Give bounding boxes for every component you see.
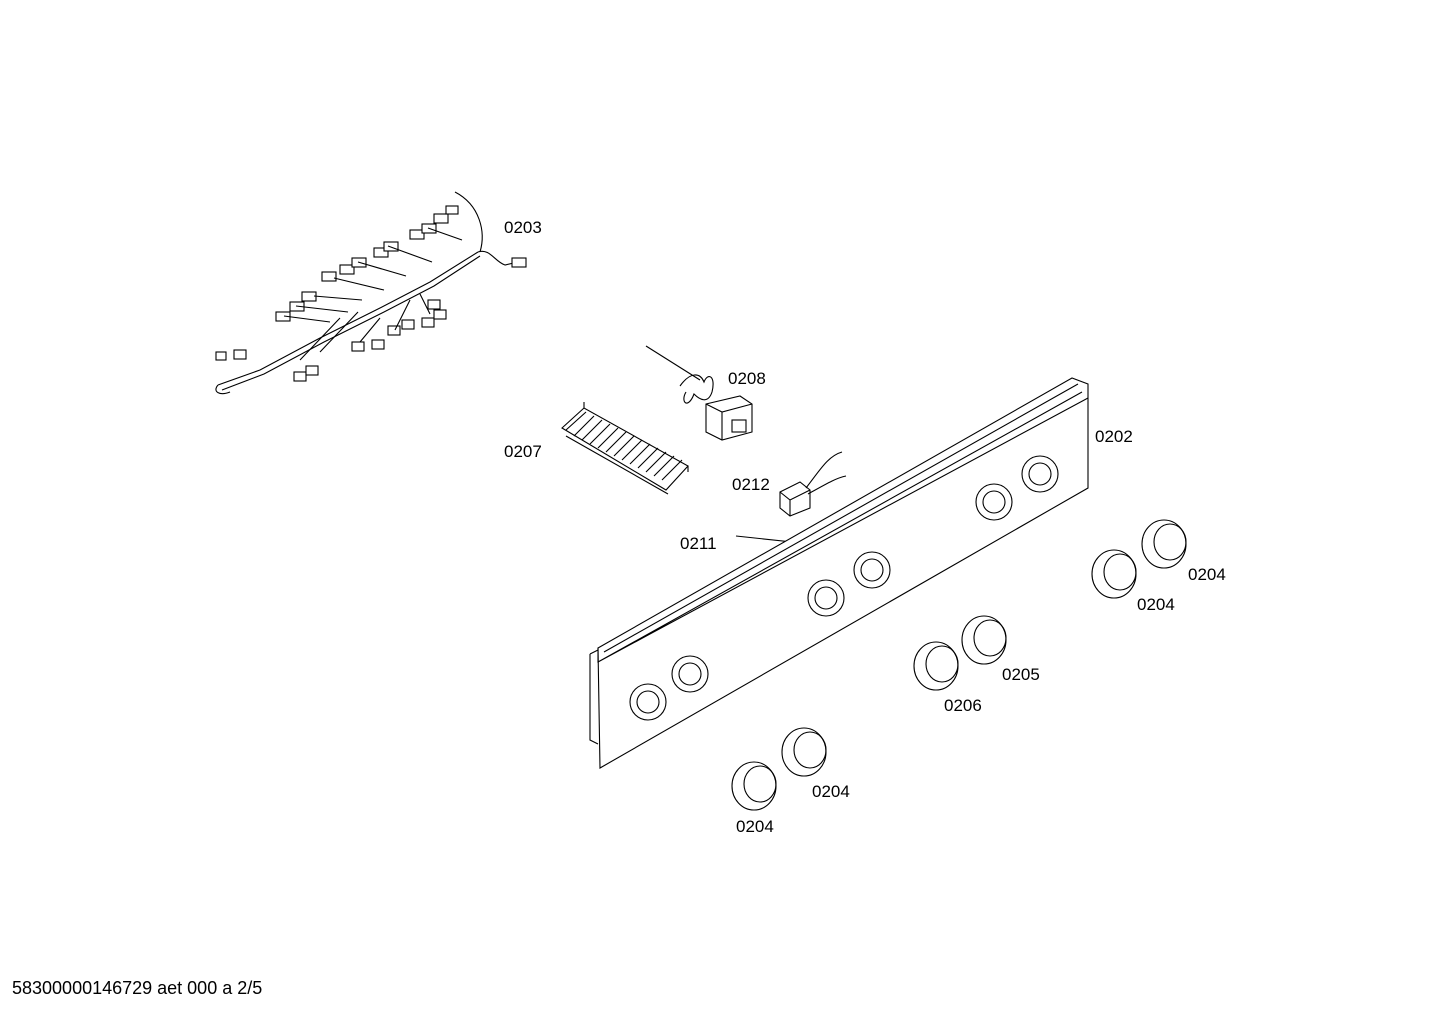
knob-0204-right-lower <box>1091 549 1137 599</box>
knob-0204-left-upper <box>781 727 827 777</box>
label-0208: 0208 <box>728 369 766 388</box>
label-0204-b: 0204 <box>1137 595 1175 614</box>
label-0204-a: 0204 <box>1188 565 1226 584</box>
switch <box>779 451 847 517</box>
heater-rack <box>561 402 689 495</box>
label-0204-c: 0204 <box>812 782 850 801</box>
knob-0204-right-upper <box>1141 519 1187 569</box>
label-0211: 0211 <box>680 534 717 553</box>
label-0212: 0212 <box>732 475 770 494</box>
knob-0205 <box>961 615 1007 665</box>
label-0205: 0205 <box>1002 665 1040 684</box>
knob-0206 <box>913 641 959 691</box>
label-0207: 0207 <box>504 442 542 461</box>
document-id: 58300000146729 aet 000 a 2/5 <box>12 978 263 998</box>
panel-openings <box>629 455 1059 721</box>
knob-0204-left-lower <box>731 761 777 811</box>
label-0202: 0202 <box>1095 427 1133 446</box>
thermostat <box>645 345 753 441</box>
label-0203: 0203 <box>504 218 542 237</box>
control-panel <box>589 377 1089 769</box>
label-0204-d: 0204 <box>736 817 774 836</box>
wiring-harness <box>215 191 527 395</box>
label-0206: 0206 <box>944 696 982 715</box>
